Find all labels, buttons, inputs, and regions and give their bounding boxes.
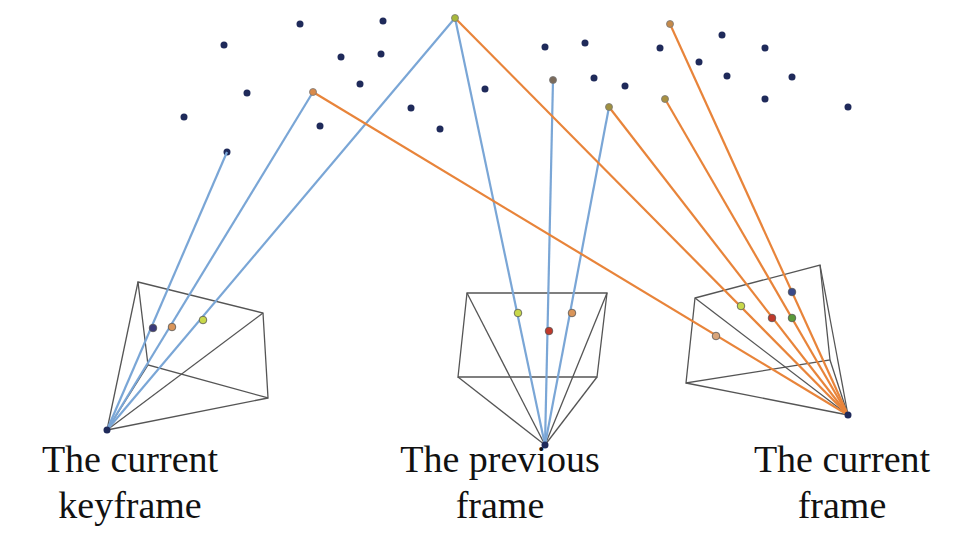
- camera-label: The current frame: [727, 436, 957, 528]
- map-points: [181, 18, 852, 156]
- projection-rays: [313, 18, 848, 415]
- matched-points: [310, 15, 674, 111]
- image-features: [149, 288, 796, 340]
- camera-label: The previous frame: [365, 436, 635, 528]
- camera-frustums: [107, 265, 848, 445]
- observation-rays: [107, 18, 609, 445]
- camera-label: The current keyframe: [5, 436, 255, 528]
